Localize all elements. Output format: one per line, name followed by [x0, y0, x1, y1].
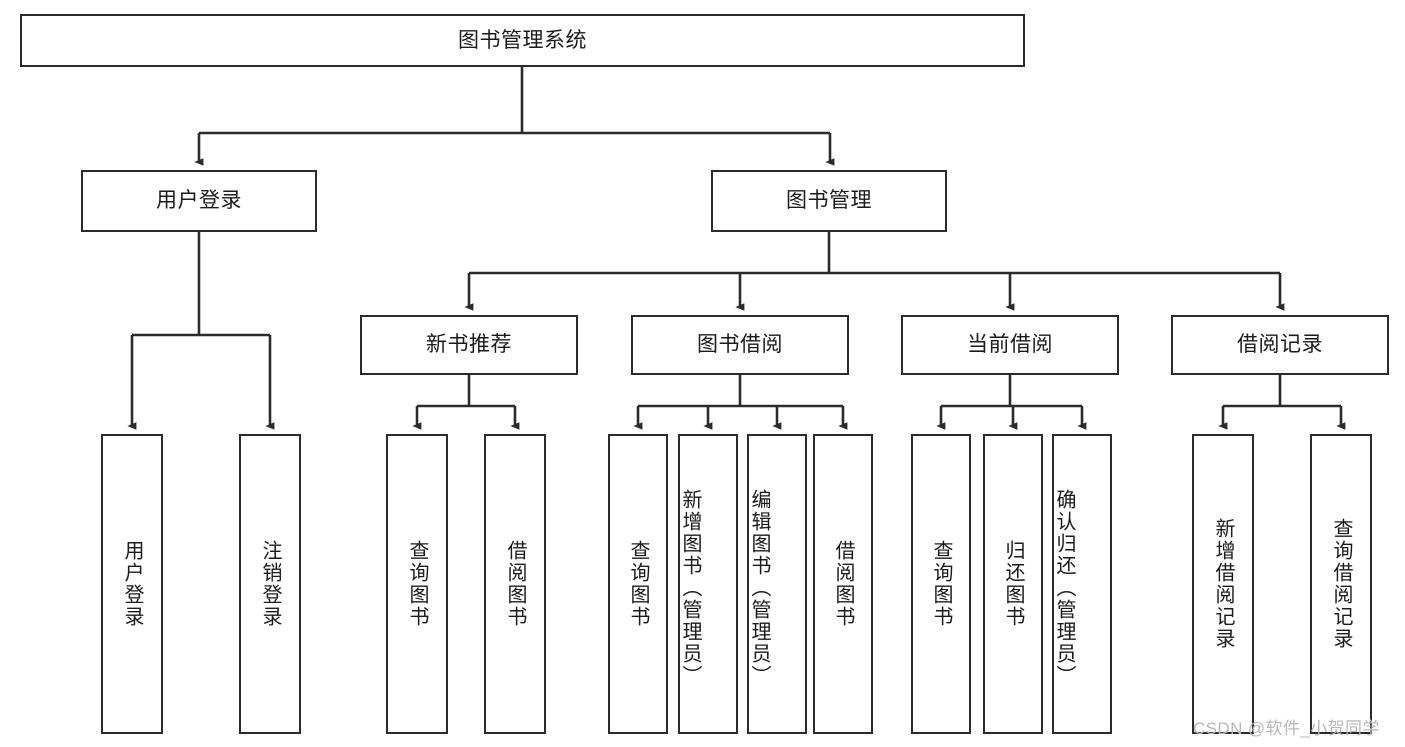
node-leaf-user-logout-label: 注销登录	[259, 540, 281, 628]
node-root-label: 图书管理系统	[458, 28, 587, 52]
node-book-borrow[interactable]: 图书借阅	[631, 315, 849, 375]
node-new-book-rec-label: 新书推荐	[426, 333, 512, 357]
node-current-borrow[interactable]: 当前借阅	[901, 315, 1119, 375]
node-book-manage[interactable]: 图书管理	[711, 170, 947, 232]
node-leaf-add-book-label: 新增图书（管理员）	[679, 489, 701, 687]
node-leaf-edit-book[interactable]: 编辑图书（管理员）	[747, 434, 807, 734]
node-leaf-borrow-book-2-label: 借阅图书	[832, 540, 854, 628]
node-new-book-rec[interactable]: 新书推荐	[360, 315, 578, 375]
node-leaf-user-logout[interactable]: 注销登录	[239, 434, 301, 734]
node-leaf-add-book[interactable]: 新增图书（管理员）	[678, 434, 738, 734]
node-borrow-record[interactable]: 借阅记录	[1171, 315, 1389, 375]
node-book-borrow-label: 图书借阅	[697, 333, 783, 357]
node-leaf-user-login-label: 用户登录	[121, 540, 143, 628]
node-leaf-add-record[interactable]: 新增借阅记录	[1192, 434, 1254, 734]
node-current-borrow-label: 当前借阅	[967, 333, 1053, 357]
node-leaf-query-book-1-label: 查询图书	[406, 540, 428, 628]
node-leaf-borrow-book-2[interactable]: 借阅图书	[813, 434, 873, 734]
node-leaf-user-login[interactable]: 用户登录	[101, 434, 163, 734]
node-leaf-borrow-book-1-label: 借阅图书	[504, 540, 526, 628]
node-leaf-query-book-1[interactable]: 查询图书	[386, 434, 448, 734]
node-user-login[interactable]: 用户登录	[81, 170, 317, 232]
node-leaf-query-book-2[interactable]: 查询图书	[608, 434, 668, 734]
node-leaf-borrow-book-1[interactable]: 借阅图书	[484, 434, 546, 734]
node-leaf-return-book[interactable]: 归还图书	[983, 434, 1043, 734]
node-leaf-edit-book-label: 编辑图书（管理员）	[748, 489, 770, 687]
node-leaf-query-book-2-label: 查询图书	[627, 540, 649, 628]
node-leaf-query-record[interactable]: 查询借阅记录	[1310, 434, 1372, 734]
node-leaf-query-record-label: 查询借阅记录	[1330, 518, 1352, 650]
node-root[interactable]: 图书管理系统	[20, 14, 1025, 67]
node-user-login-label: 用户登录	[156, 189, 242, 213]
node-leaf-query-book-3[interactable]: 查询图书	[911, 434, 971, 734]
node-book-manage-label: 图书管理	[786, 189, 872, 213]
node-leaf-return-book-label: 归还图书	[1002, 540, 1024, 628]
node-leaf-query-book-3-label: 查询图书	[930, 540, 952, 628]
node-borrow-record-label: 借阅记录	[1237, 333, 1323, 357]
node-leaf-confirm-return-label: 确认归还（管理员）	[1053, 489, 1075, 687]
node-leaf-confirm-return[interactable]: 确认归还（管理员）	[1052, 434, 1112, 734]
node-leaf-add-record-label: 新增借阅记录	[1212, 518, 1234, 650]
